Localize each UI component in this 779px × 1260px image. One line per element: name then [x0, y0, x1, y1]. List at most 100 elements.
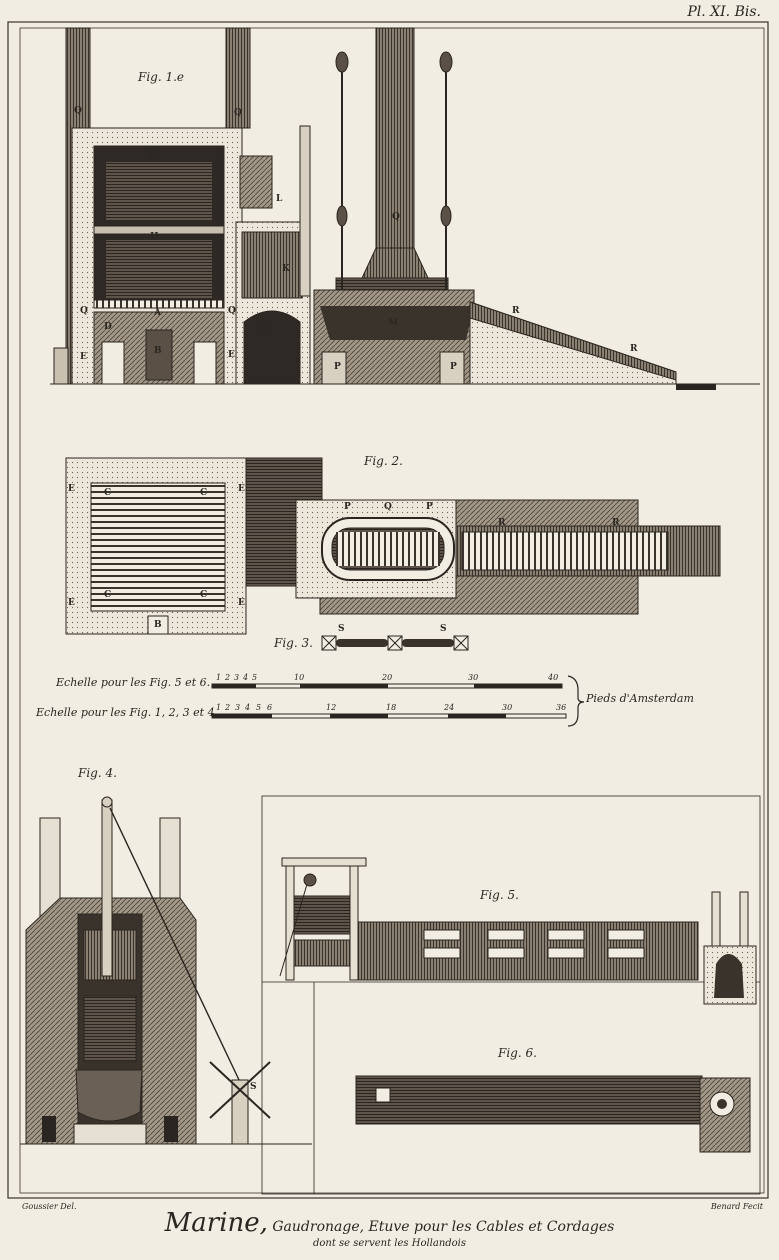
letter-l: L	[276, 194, 283, 204]
title-rest: Gaudronage, Etuve pour les Cables et Cor…	[267, 1219, 615, 1235]
fig3-label: Fig. 3.	[274, 636, 313, 650]
scale1-tick: 30	[468, 673, 479, 682]
trough-elevation	[357, 921, 699, 981]
scale2-tick: 4	[245, 703, 251, 712]
flue-box	[239, 155, 273, 209]
letter-b: B	[154, 346, 162, 356]
letter-s: S	[440, 624, 447, 634]
hood-stack	[375, 27, 415, 249]
figure-2-plan	[65, 457, 721, 635]
letter-b: B	[154, 620, 162, 630]
scale-bars	[211, 675, 585, 727]
hood	[361, 247, 429, 279]
letter-q: Q	[392, 212, 400, 222]
pulley-left	[335, 51, 349, 73]
letter-q: Q	[384, 502, 392, 512]
scale1-tick: 2	[225, 673, 231, 682]
letter-m: M	[388, 318, 398, 328]
letter-q: Q	[80, 306, 88, 316]
crane-frame	[281, 857, 367, 867]
cable-coil-upper	[106, 162, 212, 220]
letter-s: S	[250, 1082, 257, 1092]
title-word: Marine,	[164, 1208, 268, 1238]
pole	[299, 125, 311, 297]
cable-coil-lower	[106, 240, 212, 298]
fig5-label: Fig. 5.	[480, 888, 519, 902]
letter-i: I	[262, 326, 267, 336]
letter-s: S	[338, 624, 345, 634]
scale1-tick: 3	[234, 673, 240, 682]
scale2-tick: 3	[235, 703, 241, 712]
fig4-label: Fig. 4.	[78, 766, 117, 780]
scale-caption-2: Echelle pour les Fig. 1, 2, 3 et 4.	[36, 706, 219, 719]
scale1-tick: 20	[382, 673, 393, 682]
cable-drum	[83, 995, 137, 1063]
letter-p: P	[334, 362, 341, 372]
chimney-right	[225, 27, 251, 129]
fig1-label: Fig. 1.e	[138, 70, 185, 84]
letter-g: G	[150, 150, 158, 160]
scale2-tick: 30	[502, 703, 513, 712]
letter-c: C	[200, 590, 208, 600]
letter-e: E	[228, 350, 235, 360]
letter-h: H	[150, 232, 159, 242]
letter-d: D	[104, 322, 112, 332]
scale2-tick: 24	[444, 703, 455, 712]
letter-e: E	[68, 484, 75, 494]
figure-4-section	[20, 796, 312, 1145]
scale2-tick: 1	[216, 703, 222, 712]
floor-beam	[93, 225, 225, 235]
engraver-signature: Benard Fecit	[710, 1202, 763, 1211]
figure-5-6-panel	[261, 795, 761, 1195]
grate-floor	[93, 299, 225, 309]
letter-c: C	[200, 488, 208, 498]
hoist-mast	[101, 799, 113, 977]
hoist-rope	[109, 807, 241, 1083]
letter-e: E	[238, 598, 245, 608]
scale1-tick: 40	[548, 673, 559, 682]
letter-p: P	[450, 362, 457, 372]
scale2-tick: 36	[556, 703, 567, 712]
letter-q: Q	[234, 108, 242, 118]
letter-k: K	[282, 264, 290, 274]
letter-a: A	[154, 308, 161, 318]
scale2-tick: 18	[386, 703, 397, 712]
letter-r: R	[630, 344, 638, 354]
letter-e: E	[80, 352, 87, 362]
artist-signature: Goussier Del.	[22, 1202, 77, 1211]
tar-kettle	[75, 1069, 143, 1122]
scale-unit: Pieds d'Amsterdam	[586, 692, 694, 705]
figure-1-elevation	[50, 27, 760, 390]
plate-subtitle: dont se servent les Hollandois	[312, 1238, 467, 1249]
scale2-tick: 2	[225, 703, 231, 712]
letter-p: P	[426, 502, 433, 512]
capstan	[231, 1079, 249, 1145]
fire-door	[145, 329, 173, 381]
outer-frame	[7, 21, 769, 1199]
arch-doorway	[243, 310, 301, 385]
scale2-tick: 6	[267, 703, 273, 712]
letter-r: R	[512, 306, 520, 316]
letter-r: R	[498, 518, 506, 528]
plate-title: Marine, Gaudronage, Etuve pour les Cable…	[0, 1208, 779, 1238]
letter-e: E	[238, 484, 245, 494]
letter-e: E	[68, 598, 75, 608]
letter-c: C	[104, 590, 112, 600]
fig2-label: Fig. 2.	[364, 454, 403, 468]
letter-c: C	[104, 488, 112, 498]
scale1-tick: 5	[252, 673, 258, 682]
trough-plan-fig6	[355, 1075, 703, 1125]
fig6-label: Fig. 6.	[498, 1046, 537, 1060]
plate-number: Pl. XI. Bis.	[687, 4, 761, 20]
scale2-tick: 5	[256, 703, 262, 712]
scale-caption-1: Echelle pour les Fig. 5 et 6.	[56, 676, 211, 689]
figure-3-roller	[321, 635, 469, 651]
scale1-tick: 1	[216, 673, 222, 682]
letter-r: R	[612, 518, 620, 528]
scale-brace	[567, 675, 585, 727]
letter-p: P	[344, 502, 351, 512]
scale1-tick: 10	[294, 673, 305, 682]
letter-q: Q	[228, 306, 236, 316]
scale2-tick: 12	[326, 703, 337, 712]
